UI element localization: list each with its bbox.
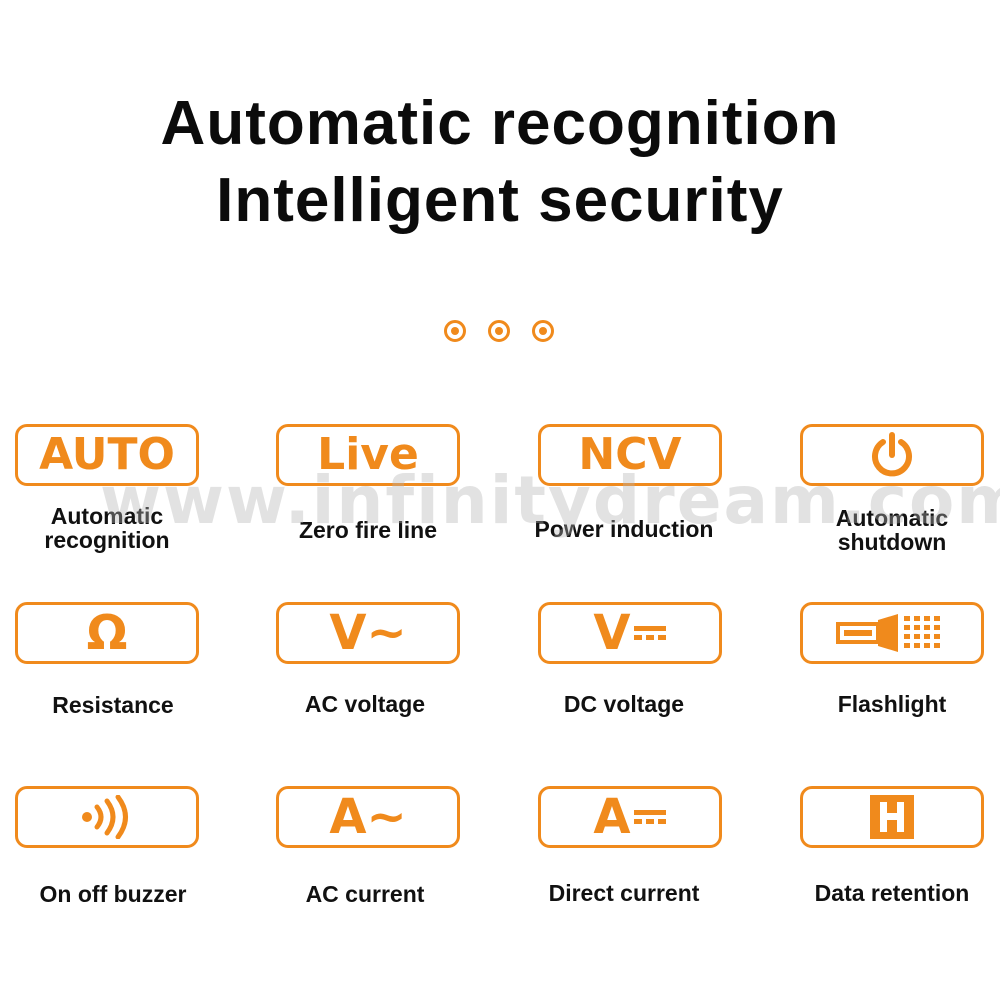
feature-label-resistance: Resistance <box>52 692 174 718</box>
feature-label-flashlight: Flashlight <box>837 691 947 717</box>
dc-current-symbol: A <box>593 789 631 845</box>
dc-voltage-symbol: V <box>593 605 631 661</box>
feature-box-dc-current: A <box>538 786 722 848</box>
feature-label-hold: Data retention <box>814 880 970 906</box>
feature-box-ac-current: A~ <box>276 786 460 848</box>
live-symbol: Live <box>317 429 419 480</box>
feature-box-ac-voltage: V~ <box>276 602 460 664</box>
ac-voltage-symbol: V~ <box>329 605 407 661</box>
feature-box-dc-voltage: V <box>538 602 722 664</box>
feature-label-shutdown: Automatic shutdown <box>835 505 949 555</box>
auto-symbol: AUTO <box>39 429 175 480</box>
decorative-dots <box>444 320 564 352</box>
flashlight-icon <box>836 612 948 654</box>
feature-box-shutdown <box>800 424 984 486</box>
dot-icon <box>532 320 554 342</box>
omega-symbol: Ω <box>86 605 128 661</box>
feature-label-auto: Automatic recognition <box>44 503 170 553</box>
feature-label-live: Zero fire line <box>298 517 438 543</box>
headline-line1: Automatic recognition <box>160 89 840 158</box>
power-icon <box>867 430 917 480</box>
ncv-symbol: NCV <box>578 429 682 480</box>
feature-label-ac-voltage: AC voltage <box>304 691 426 717</box>
feature-box-live: Live <box>276 424 460 486</box>
feature-box-auto: AUTO <box>15 424 199 486</box>
feature-box-hold <box>800 786 984 848</box>
feature-box-ncv: NCV <box>538 424 722 486</box>
feature-box-resistance: Ω <box>15 602 199 664</box>
headline-line2: Intelligent security <box>216 166 784 235</box>
feature-label-ncv: Power induction <box>534 516 714 542</box>
dot-icon <box>444 320 466 342</box>
feature-box-buzzer <box>15 786 199 848</box>
dot-icon <box>488 320 510 342</box>
dc-symbol-icon <box>633 623 667 643</box>
buzzer-icon <box>79 795 135 839</box>
dc-symbol-icon <box>633 807 667 827</box>
feature-box-flashlight <box>800 602 984 664</box>
feature-label-dc-current: Direct current <box>548 880 700 906</box>
feature-label-buzzer: On off buzzer <box>39 881 187 907</box>
feature-label-ac-current: AC current <box>305 881 425 907</box>
hold-icon <box>870 795 914 839</box>
ac-current-symbol: A~ <box>329 789 407 845</box>
feature-label-dc-voltage: DC voltage <box>563 691 685 717</box>
